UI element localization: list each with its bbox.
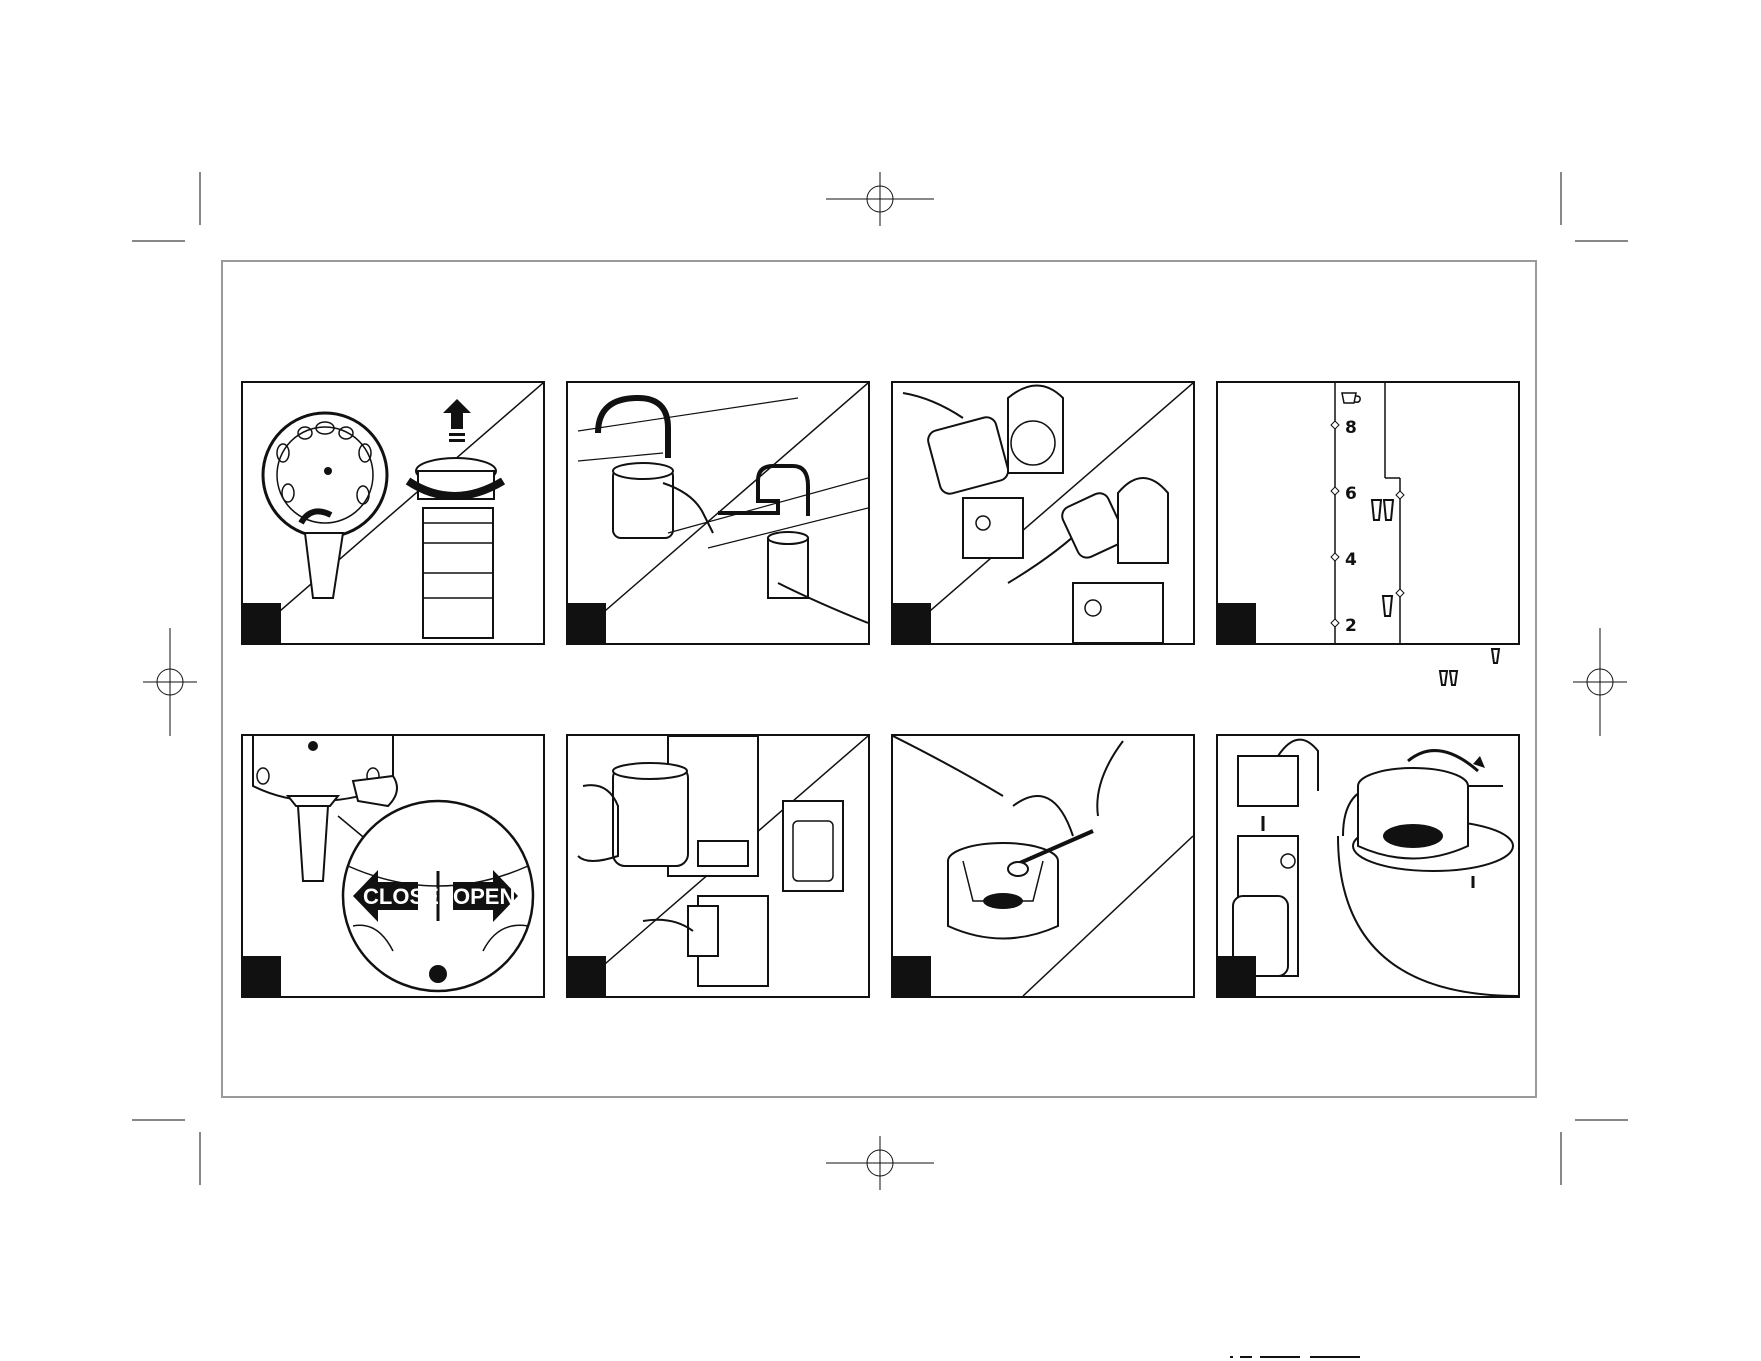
- coffee-scoop-icon: [893, 736, 1193, 996]
- step-panel-pour-water-reservoir: [891, 381, 1195, 645]
- water-scale-icon: 8 6 4 2: [1218, 383, 1518, 643]
- filter-basket-icon: [1218, 736, 1518, 996]
- registration-target-top: [826, 172, 934, 226]
- scale-label-6: 6: [1345, 484, 1357, 504]
- step-number-box: [568, 956, 606, 996]
- step-number-box: [243, 956, 281, 996]
- step-number-box: [893, 603, 931, 643]
- step-panel-place-carafe: [566, 734, 870, 998]
- registration-target-left: [143, 628, 197, 736]
- step-panel-insert-filter-basket: [1216, 734, 1520, 998]
- close-label: CLOSE: [363, 884, 439, 909]
- scale-label-4: 4: [1345, 550, 1357, 570]
- step-panel-fill-at-sink: [566, 381, 870, 645]
- scale-tick-8: [1331, 421, 1339, 429]
- pour-water-icon: [893, 383, 1193, 643]
- step-number-box: [243, 603, 281, 643]
- step-panel-water-level-scale: 8 6 4 2: [1216, 381, 1520, 645]
- faucet-fill-icon: [568, 383, 868, 643]
- scoop-icon: [1372, 500, 1393, 616]
- scale-label-8: 8: [1345, 418, 1357, 438]
- scale-label-2: 2: [1345, 616, 1357, 636]
- step-number-box: [568, 603, 606, 643]
- carafe-lid-twist-icon: [243, 383, 543, 643]
- coffeemaker-icon: [568, 736, 868, 996]
- footer-print-marks: [1230, 1354, 1370, 1360]
- lid-lock-icon: CLOSE OPEN: [243, 736, 543, 996]
- step-number-box: [1218, 603, 1256, 643]
- scale-tick-4: [1331, 553, 1339, 561]
- registration-target-right: [1573, 628, 1627, 736]
- step-panel-twist-lid-off: [241, 381, 545, 645]
- step-panel-add-ground-coffee: [891, 734, 1195, 998]
- scale-tick-2: [1331, 619, 1339, 627]
- scale-tick-6: [1331, 487, 1339, 495]
- registration-target-bottom: [826, 1136, 934, 1190]
- step-panel-close-open-lid: CLOSE OPEN: [241, 734, 545, 998]
- cup-icon: [1342, 393, 1356, 403]
- scoop-legend-icon: [1430, 645, 1510, 690]
- step-number-box: [893, 956, 931, 996]
- step-number-box: [1218, 956, 1256, 996]
- open-label: OPEN: [453, 884, 515, 909]
